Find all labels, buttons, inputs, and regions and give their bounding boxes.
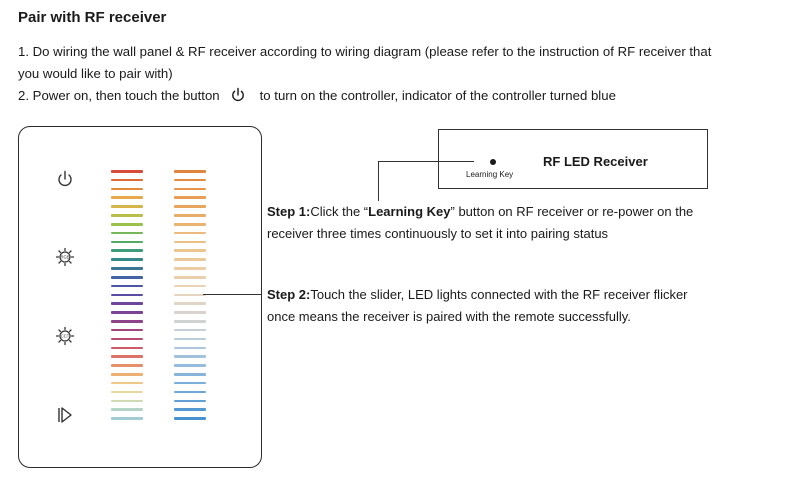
page-title: Pair with RF receiver <box>18 9 167 26</box>
slider-segment[interactable] <box>174 417 206 420</box>
slider-segment[interactable] <box>111 231 143 235</box>
wall-panel: RGB CCT <box>18 126 262 468</box>
slider-segment[interactable] <box>174 337 206 341</box>
slider-segment[interactable] <box>174 381 206 385</box>
instruction-1-line-1: 1. Do wiring the wall panel & RF receive… <box>18 44 712 59</box>
rgb-color-slider[interactable] <box>111 170 143 426</box>
slider-segment[interactable] <box>111 417 143 420</box>
step-1-text-b: ” button on RF receiver or re-power on t… <box>450 204 694 219</box>
slider-segment[interactable] <box>111 240 143 244</box>
step-1-key: Learning Key <box>368 204 451 219</box>
connector-line-receiver <box>378 161 474 162</box>
step-2-label: Step 2: <box>267 287 311 302</box>
slider-segment[interactable] <box>111 355 143 358</box>
slider-segment[interactable] <box>111 337 143 341</box>
slider-segment[interactable] <box>174 284 206 288</box>
slider-segment[interactable] <box>174 231 206 235</box>
slider-segment[interactable] <box>111 390 143 394</box>
slider-segment[interactable] <box>174 346 206 350</box>
slider-segment[interactable] <box>174 178 206 182</box>
slider-segment[interactable] <box>111 275 143 279</box>
power-icon <box>231 87 244 102</box>
slider-segment[interactable] <box>174 187 206 191</box>
slider-segment[interactable] <box>111 267 143 270</box>
slider-segment[interactable] <box>111 311 143 314</box>
step-1-line-2: receiver three times continuously to set… <box>267 226 609 241</box>
connector-line-receiver-vertical <box>378 161 379 201</box>
slider-segment[interactable] <box>111 214 143 217</box>
learning-key-dot[interactable] <box>490 159 496 165</box>
cct-color-slider[interactable] <box>174 170 206 426</box>
slider-segment[interactable] <box>174 249 206 253</box>
slider-segment[interactable] <box>174 275 206 279</box>
step-1-line-1: Step 1:Click the “Learning Key” button o… <box>267 201 693 223</box>
slider-segment[interactable] <box>174 222 206 226</box>
slider-segment[interactable] <box>174 364 206 367</box>
slider-segment[interactable] <box>174 293 206 297</box>
slider-segment[interactable] <box>111 249 143 253</box>
slider-segment[interactable] <box>111 170 143 173</box>
step-2-text: Touch the slider, LED lights connected w… <box>310 287 688 302</box>
slider-segment[interactable] <box>111 222 143 226</box>
instruction-2-end: to turn on the controller, indicator of … <box>259 88 616 103</box>
slider-segment[interactable] <box>174 267 206 270</box>
slider-segment[interactable] <box>111 293 143 297</box>
slider-segment[interactable] <box>111 346 143 350</box>
slider-segment[interactable] <box>111 302 143 305</box>
slider-segment[interactable] <box>111 364 143 367</box>
slider-segment[interactable] <box>174 355 206 358</box>
power-icon[interactable] <box>55 169 75 189</box>
slider-segment[interactable] <box>174 302 206 305</box>
slider-segment[interactable] <box>174 373 206 376</box>
cct-icon[interactable]: CCT <box>55 326 75 346</box>
slider-segment[interactable] <box>174 408 206 411</box>
step-2-line-2: once means the receiver is paired with t… <box>267 309 631 324</box>
slider-segment[interactable] <box>111 284 143 288</box>
receiver-title: RF LED Receiver <box>543 154 648 169</box>
slider-segment[interactable] <box>174 399 206 403</box>
cct-label: CCT <box>61 334 70 339</box>
slider-segment[interactable] <box>111 258 143 261</box>
instruction-1-line-2: you would like to pair with) <box>18 66 173 81</box>
slider-segment[interactable] <box>111 178 143 182</box>
play-icon[interactable] <box>55 405 75 425</box>
connector-line-slider <box>203 294 261 295</box>
slider-segment[interactable] <box>174 240 206 244</box>
slider-segment[interactable] <box>174 311 206 314</box>
slider-segment[interactable] <box>111 408 143 411</box>
slider-segment[interactable] <box>111 205 143 208</box>
slider-segment[interactable] <box>111 328 143 332</box>
learning-key-label: Learning Key <box>466 170 514 179</box>
slider-segment[interactable] <box>174 258 206 261</box>
slider-segment[interactable] <box>174 328 206 332</box>
rgb-label: RGB <box>60 255 69 260</box>
instruction-2-start: 2. Power on, then touch the button <box>18 88 220 103</box>
slider-segment[interactable] <box>174 205 206 208</box>
slider-segment[interactable] <box>111 399 143 403</box>
step-1-text-a: Click the “ <box>310 204 369 219</box>
slider-segment[interactable] <box>111 187 143 191</box>
rf-led-receiver: Learning Key RF LED Receiver <box>438 129 708 189</box>
instruction-2: 2. Power on, then touch the button to tu… <box>18 87 616 105</box>
slider-segment[interactable] <box>174 214 206 217</box>
rgb-icon[interactable]: RGB <box>55 247 75 267</box>
slider-segment[interactable] <box>111 381 143 385</box>
slider-segment[interactable] <box>111 196 143 200</box>
slider-segment[interactable] <box>174 170 206 173</box>
slider-segment[interactable] <box>174 390 206 394</box>
slider-segment[interactable] <box>174 320 206 323</box>
slider-segment[interactable] <box>111 320 143 323</box>
step-2-line-1: Step 2:Touch the slider, LED lights conn… <box>267 284 688 306</box>
slider-segment[interactable] <box>111 373 143 376</box>
slider-segment[interactable] <box>174 196 206 200</box>
step-1-label: Step 1: <box>267 204 311 219</box>
